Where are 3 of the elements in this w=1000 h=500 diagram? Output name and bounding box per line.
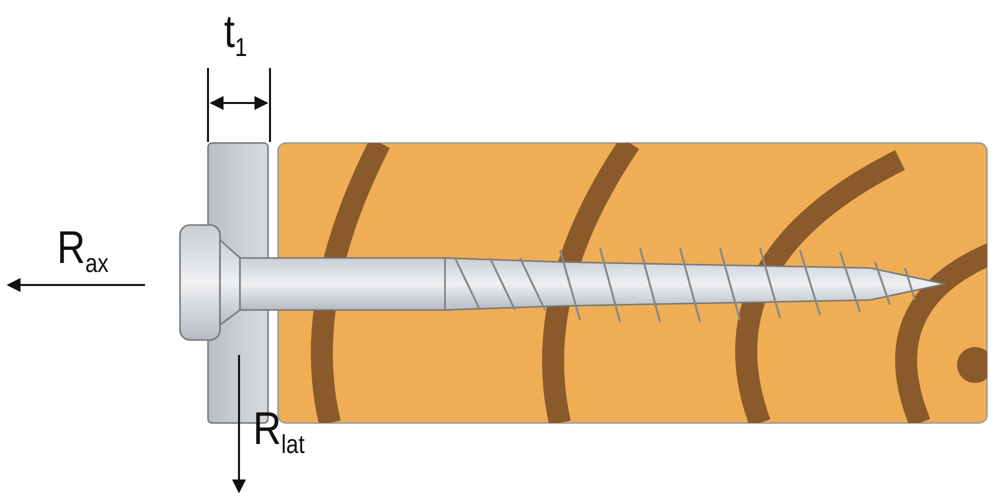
force-label: R$_{lat}$ bbox=[253, 405, 305, 458]
dimension-label: t$_{1}$ bbox=[224, 8, 248, 60]
force-label: R$_{ax}$ bbox=[57, 224, 109, 276]
